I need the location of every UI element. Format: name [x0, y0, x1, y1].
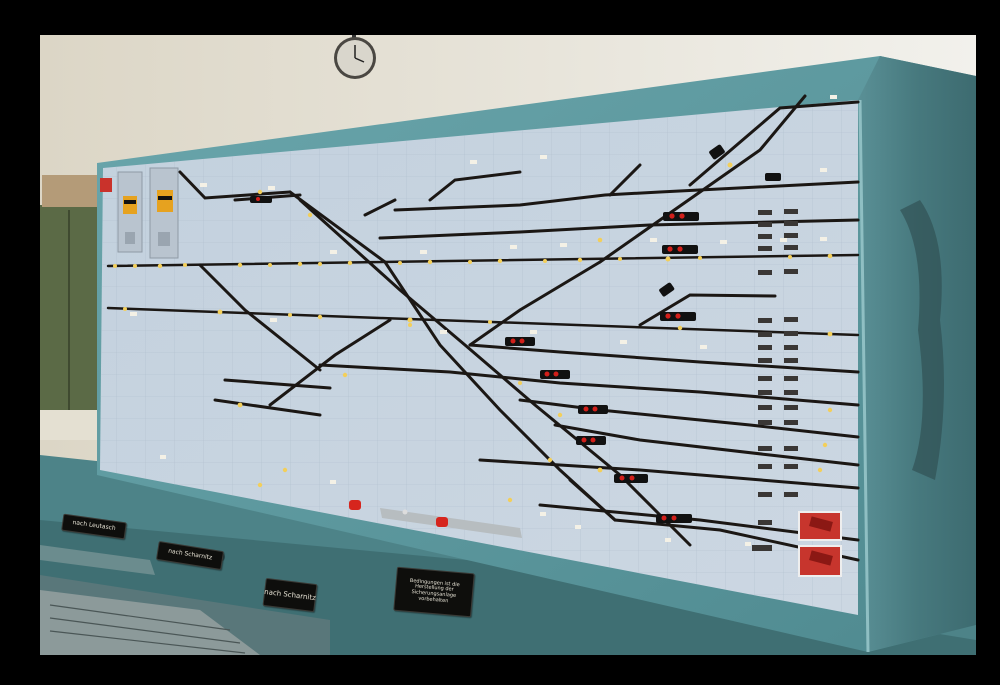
nameplate-4-line3: vorbehalten — [418, 595, 449, 605]
yellow-lamp-indicators — [113, 162, 833, 503]
control-modules — [100, 167, 179, 259]
nameplate-4: Bedingungen ist die Herstellung der Sich… — [393, 566, 475, 618]
section-markers — [130, 95, 837, 546]
track-count-indicators — [752, 209, 798, 551]
panel-buttons — [349, 500, 842, 577]
signal-units — [250, 144, 781, 523]
wall-clock-icon — [334, 35, 376, 79]
track-lines — [106, 94, 860, 562]
